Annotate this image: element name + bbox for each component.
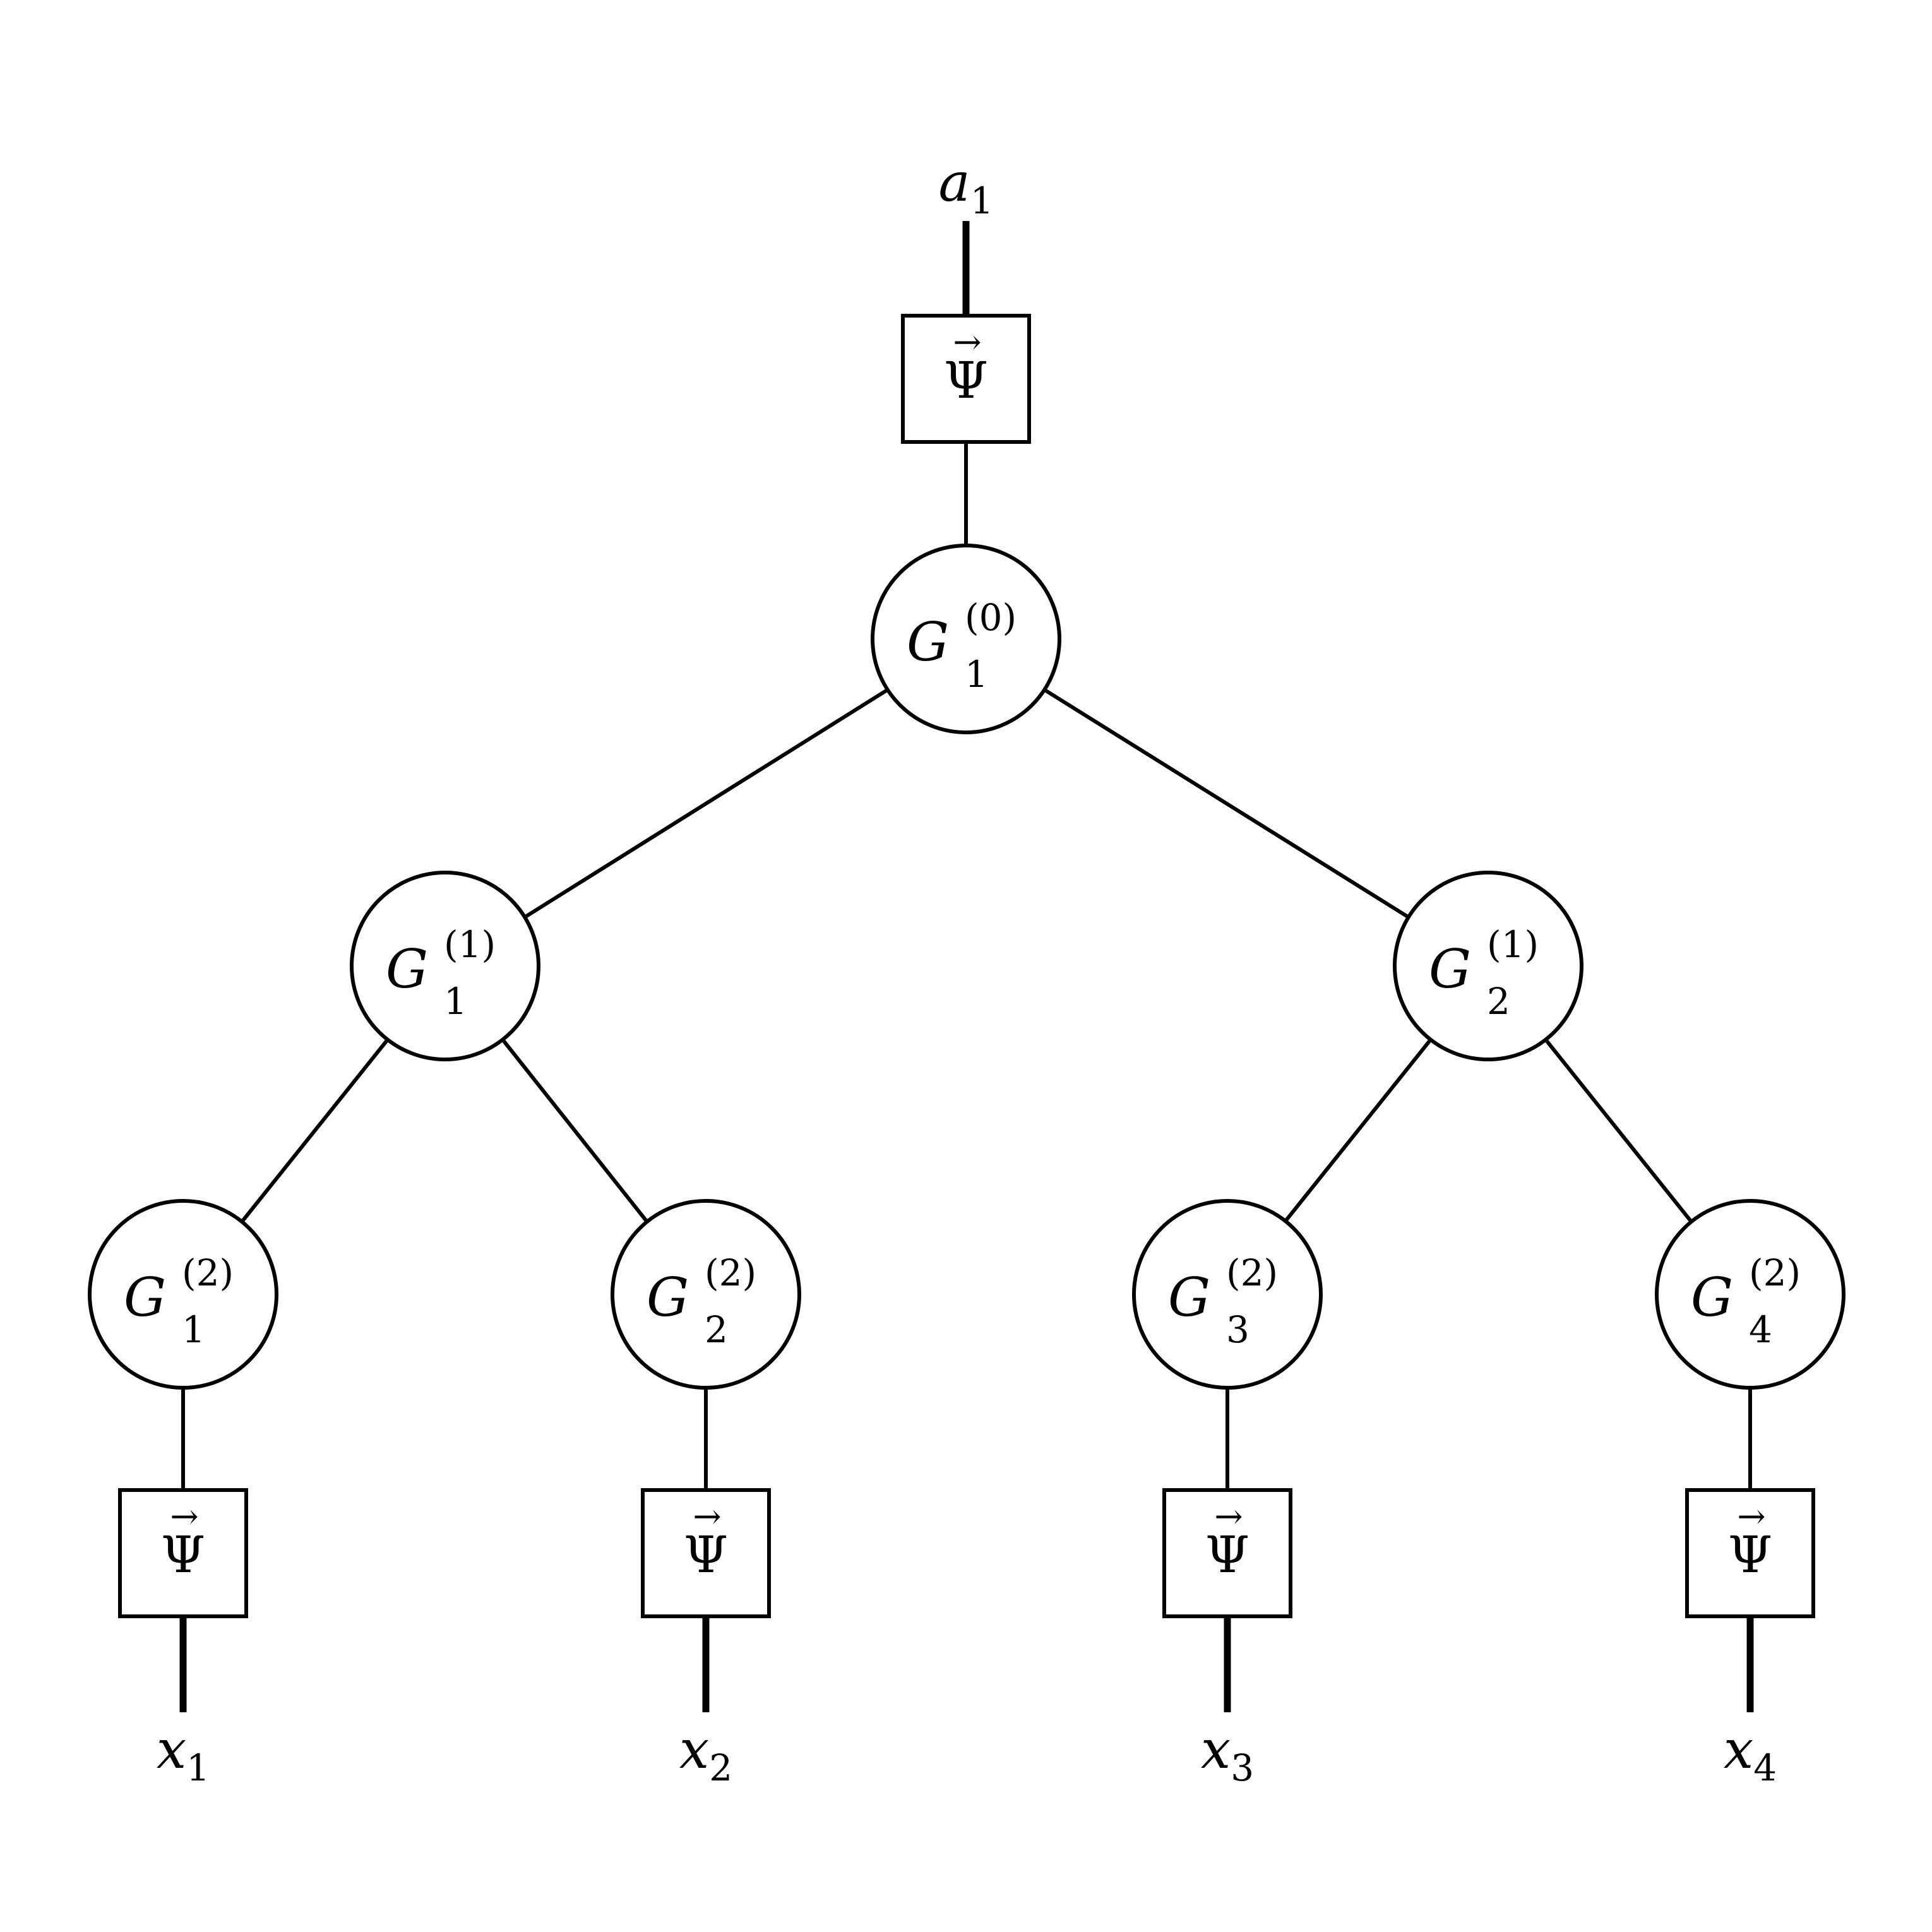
leaf-input-label-3: x3	[1201, 1719, 1254, 1789]
edges	[179, 221, 1754, 1712]
edge-g1-1-to-g2-1	[241, 1040, 388, 1222]
label-letter: x	[679, 1719, 709, 1780]
node-subscript: 1	[965, 653, 988, 696]
label-letter: x	[157, 1719, 186, 1780]
node-g2-3: G (2) 3	[1132, 1199, 1323, 1390]
embedding-box-frame	[1685, 1488, 1815, 1618]
leaf-input-label-1: x1	[157, 1719, 210, 1789]
embedding-arrow: →	[170, 1496, 198, 1536]
node-superscript: (2)	[1226, 1251, 1278, 1294]
root-embedding-box: → Ψ	[901, 314, 1031, 444]
node-superscript: (2)	[705, 1251, 756, 1294]
embedding-psi: Ψ	[1205, 1525, 1249, 1584]
svg-text:x3: x3	[1201, 1719, 1254, 1789]
node-letter: G	[907, 611, 949, 673]
leaf-input-label-4: x4	[1724, 1719, 1777, 1789]
svg-text:x4: x4	[1724, 1719, 1777, 1789]
node-letter: G	[1691, 1267, 1733, 1328]
edge-g1-2-to-g2-4	[1545, 1040, 1693, 1222]
node-letter: G	[386, 938, 428, 1000]
node-circle	[611, 1199, 801, 1390]
node-g0-1: G (0) 1	[871, 544, 1061, 734]
node-superscript: (0)	[965, 596, 1017, 639]
label-index: 1	[186, 1746, 210, 1789]
embedding-arrow: →	[693, 1496, 721, 1536]
embedding-psi: Ψ	[161, 1525, 205, 1584]
node-subscript: 2	[1487, 980, 1510, 1023]
node-subscript: 3	[1226, 1308, 1249, 1351]
node-g2-4: G (2) 4	[1655, 1199, 1846, 1390]
edge-g1-2-to-g2-3	[1284, 1040, 1431, 1222]
node-letter: G	[1429, 938, 1471, 1000]
node-g1-1: G (1) 1	[350, 871, 540, 1061]
embedding-box-frame	[901, 314, 1031, 444]
svg-text:G: G	[124, 1267, 166, 1328]
node-superscript: (1)	[1487, 923, 1539, 966]
node-circle	[871, 544, 1061, 734]
svg-text:x1: x1	[157, 1719, 210, 1789]
edge-g1-1-to-g2-2	[502, 1040, 648, 1222]
node-g1-2: G (1) 2	[1393, 871, 1583, 1061]
node-g2-1: G (2) 1	[88, 1199, 278, 1390]
svg-text:a1: a1	[939, 152, 994, 222]
svg-text:G: G	[1691, 1267, 1733, 1328]
label-index: 3	[1231, 1746, 1254, 1789]
node-subscript: 4	[1749, 1308, 1772, 1351]
embedding-arrow: →	[953, 322, 981, 362]
embedding-psi: Ψ	[1728, 1525, 1772, 1584]
node-superscript: (1)	[444, 923, 496, 966]
svg-text:G: G	[907, 611, 949, 673]
node-letter: G	[647, 1267, 689, 1328]
embedding-box-frame	[641, 1488, 771, 1618]
label-index: 2	[709, 1746, 732, 1789]
node-circle	[350, 871, 540, 1061]
node-superscript: (2)	[182, 1251, 234, 1294]
edge-g0-1-to-g1-2	[1044, 688, 1411, 920]
embedding-psi: Ψ	[684, 1525, 728, 1584]
root-output-label: a1	[939, 152, 994, 222]
node-subscript: 1	[182, 1308, 205, 1351]
node-circle	[1393, 871, 1583, 1061]
node-subscript: 1	[444, 980, 467, 1023]
node-letter: G	[1168, 1267, 1210, 1328]
embedding-box-frame	[1162, 1488, 1292, 1618]
svg-text:G: G	[647, 1267, 689, 1328]
node-letter: G	[124, 1267, 166, 1328]
embedding-arrow: →	[1737, 1496, 1765, 1536]
leaf-input-label-2: x2	[679, 1719, 732, 1789]
node-subscript: 2	[705, 1308, 728, 1351]
node-g2-2: G (2) 2	[611, 1199, 801, 1390]
svg-text:G: G	[386, 938, 428, 1000]
svg-text:G: G	[1168, 1267, 1210, 1328]
node-circle	[88, 1199, 278, 1390]
edge-g0-1-to-g1-1	[522, 688, 888, 920]
leaf-embedding-box-2: → Ψ	[641, 1488, 771, 1618]
label-letter: x	[1201, 1719, 1231, 1780]
node-circle	[1132, 1199, 1323, 1390]
embedding-box-frame	[118, 1488, 248, 1618]
leaf-embedding-box-1: → Ψ	[118, 1488, 248, 1618]
embedding-psi: Ψ	[944, 351, 988, 410]
label-index: 4	[1753, 1746, 1777, 1789]
label-letter: a	[939, 152, 970, 213]
node-superscript: (2)	[1749, 1251, 1801, 1294]
label-letter: x	[1724, 1719, 1753, 1780]
svg-text:x2: x2	[679, 1719, 732, 1789]
label-index: 1	[970, 179, 994, 222]
leaf-embedding-box-4: → Ψ	[1685, 1488, 1815, 1618]
svg-text:G: G	[1429, 938, 1471, 1000]
leaf-embedding-box-3: → Ψ	[1162, 1488, 1292, 1618]
embedding-arrow: →	[1214, 1496, 1243, 1536]
node-circle	[1655, 1199, 1846, 1390]
